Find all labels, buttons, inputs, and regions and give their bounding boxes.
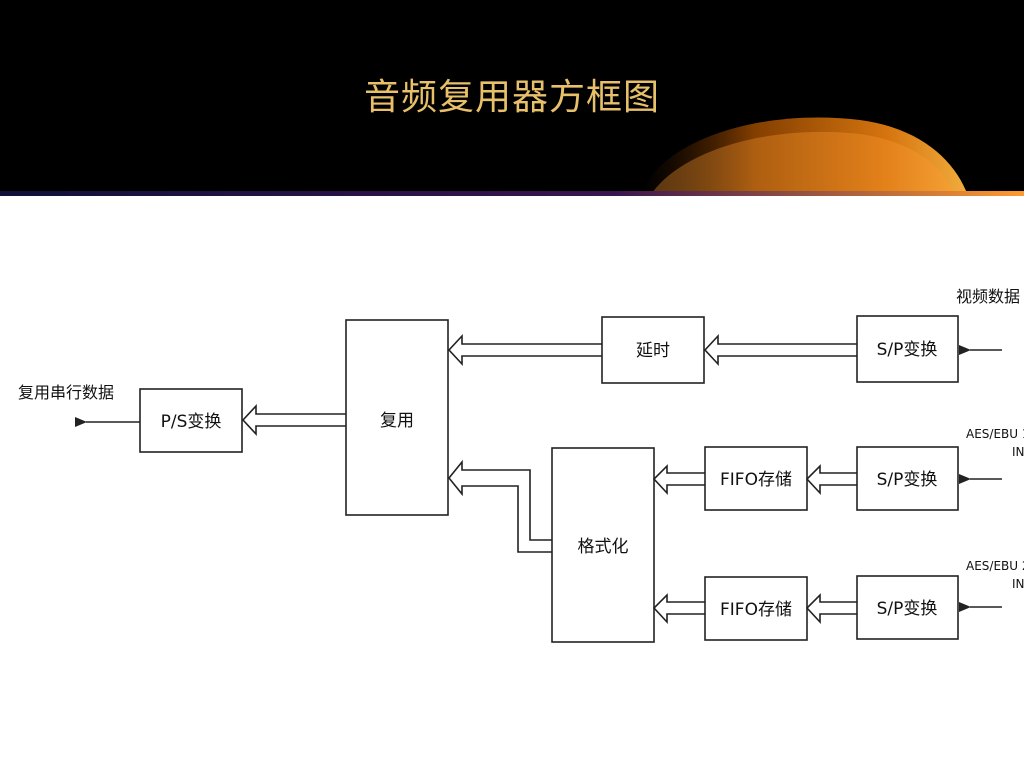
fifo-block-2	[704, 576, 808, 641]
sp-convert-block-mid	[856, 446, 959, 511]
ps-convert-label: P/S变换	[161, 412, 222, 432]
sp-convert-label-top: S/P变换	[877, 340, 938, 360]
slide-header: 音频复用器方框图	[0, 0, 1024, 196]
bus-arrow-sp-to-fifo-1	[805, 464, 857, 496]
page-title: 音频复用器方框图	[363, 77, 660, 118]
sp-convert-block-top	[856, 315, 959, 383]
sp-convert-label-mid: S/P变换	[877, 470, 938, 490]
format-label: 格式化	[578, 537, 629, 557]
fifo-label-1: FIFO存储	[720, 470, 792, 490]
aes-1-label-line2: IN	[1012, 445, 1024, 459]
bus-arrow-fifo-1-to-format	[652, 464, 705, 496]
delay-label: 延时	[636, 341, 670, 361]
bus-arrow-mux-to-ps	[241, 403, 346, 437]
mux-label: 复用	[380, 411, 414, 431]
video-input-label: 视频数据	[956, 287, 1020, 306]
sp-convert-block-bot	[856, 575, 959, 640]
fifo-label-2: FIFO存储	[720, 600, 792, 620]
aes-1-label-line1: AES/EBU 1	[966, 427, 1024, 441]
bus-arrow-delay-to-mux	[447, 333, 602, 367]
aes-2-label-line1: AES/EBU 2	[966, 559, 1024, 573]
bus-arrow-sp-to-fifo-2	[805, 593, 857, 625]
sp-convert-label-bot: S/P变换	[877, 599, 938, 619]
format-block	[551, 447, 655, 643]
mux-block	[345, 319, 449, 516]
bus-arrow-sp-to-delay	[703, 333, 857, 367]
audio-multiplexer-block-diagram: 复用 P/S变换 延时 S/P变换 格式化 FIFO存储 S/P变换 FIFO存…	[18, 287, 1024, 643]
output-label: 复用串行数据	[18, 383, 114, 402]
bus-arrow-fifo-2-to-format	[652, 593, 705, 625]
aes-2-label-line2: IN	[1012, 577, 1024, 591]
header-swoosh-graphic	[0, 117, 1024, 196]
ps-convert-block	[139, 388, 243, 453]
bus-arrow-format-to-mux	[447, 459, 552, 553]
delay-block	[601, 316, 705, 384]
